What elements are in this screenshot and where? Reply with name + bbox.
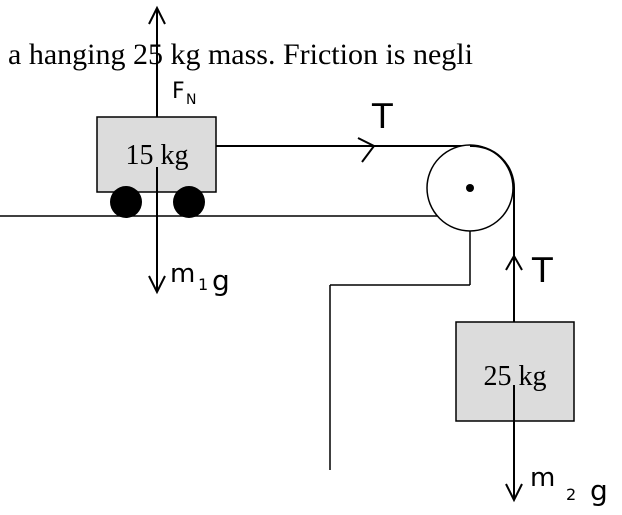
tension-horizontal-label: T: [371, 97, 393, 137]
pulley-axle: [466, 184, 474, 192]
normal-force-label: F: [172, 79, 185, 104]
normal-force-arrowhead: [148, 5, 166, 25]
tension-horizontal-arrowhead: [357, 137, 376, 163]
cart-weight-g: g: [212, 264, 230, 297]
problem-text: a hanging 25 kg mass. Friction is negli: [8, 38, 473, 71]
tension-vertical-label: T: [531, 251, 553, 291]
normal-force-subscript: N: [186, 92, 196, 108]
rope-over-pulley: [469, 144, 516, 189]
cart-weight-arrowhead: [148, 275, 166, 295]
tension-vertical-arrowhead: [505, 253, 523, 271]
cart-label: 15 kg: [126, 140, 189, 171]
hanging-weight-arrowhead: [505, 483, 523, 503]
cart-weight-label: m: [170, 259, 195, 289]
hanging-weight-g: g: [590, 474, 608, 507]
hanging-weight-subscript: 2: [566, 485, 576, 504]
cart-wheel-left: [110, 186, 142, 218]
cart-wheel-right: [173, 186, 205, 218]
hanging-weight-label: m: [530, 463, 555, 493]
cart-weight-subscript: 1: [198, 275, 208, 294]
